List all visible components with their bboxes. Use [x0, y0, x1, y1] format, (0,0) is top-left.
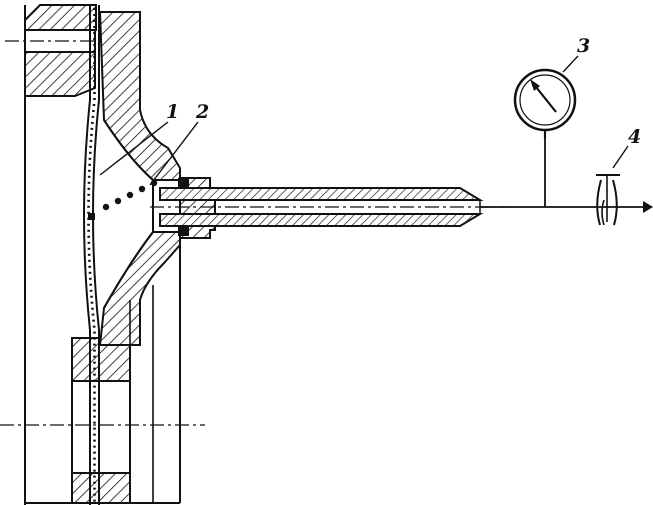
valve-icon: [596, 174, 620, 226]
bottom-hub: [0, 337, 205, 504]
pressure-gauge-icon: [513, 68, 577, 138]
label-3: 3: [577, 35, 590, 57]
cone-fitting: [25, 11, 181, 504]
label-1: 1: [166, 101, 179, 123]
left-disk: [5, 4, 110, 505]
flow-arrow-icon: [643, 201, 653, 213]
leader-lines: [99, 55, 629, 186]
hole-dots: [88, 179, 158, 220]
label-2: 2: [195, 101, 209, 123]
label-4: 4: [628, 126, 641, 148]
nozzle-tube: [150, 177, 505, 239]
